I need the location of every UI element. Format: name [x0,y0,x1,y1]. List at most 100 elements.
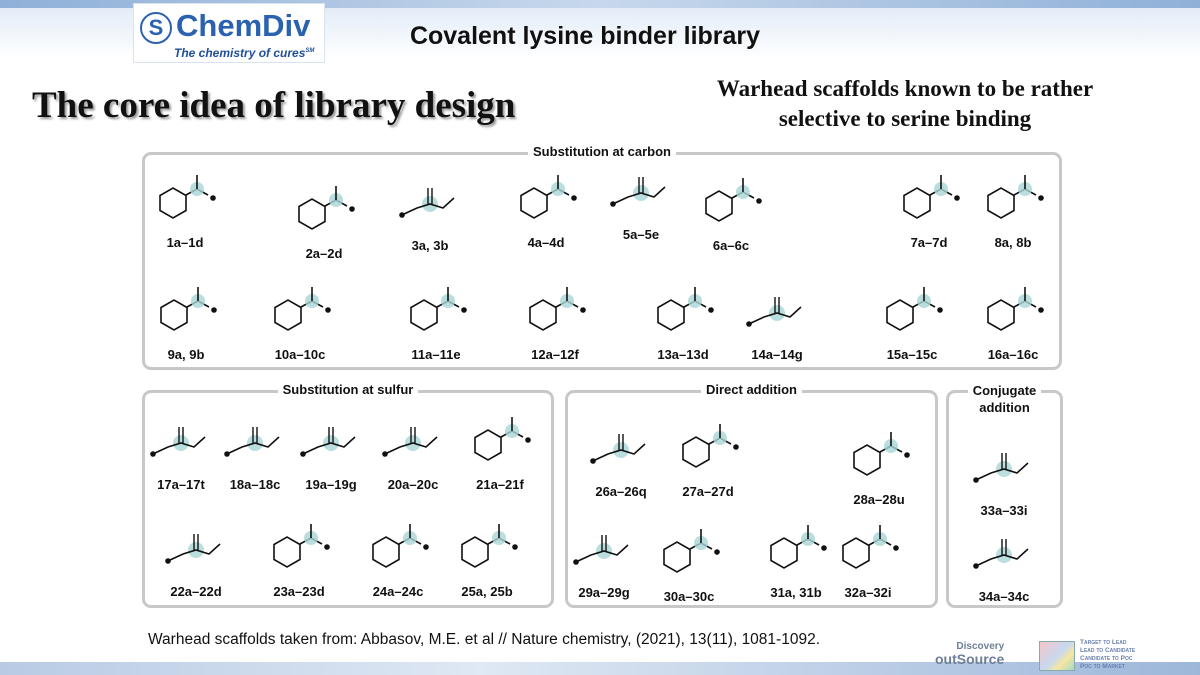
services-list: Target to Lead Lead to Candidate Candida… [1080,639,1135,671]
compound-label: 6a–6c [712,238,750,253]
attachment-dot [399,212,405,218]
section-direct: Direct addition [565,382,938,608]
ring-bond [770,537,798,569]
compound-label: 17a–17t [157,477,205,492]
footer-band [0,662,1200,675]
ring-bond [886,299,914,331]
compound-label: 20a–20c [387,477,439,492]
structure-sulfur-8 [372,524,429,568]
compound-label: 33a–33i [980,503,1028,518]
structure-direct-3 [853,432,910,476]
service-item: Target to Lead [1080,639,1127,646]
chain-bond [594,443,646,461]
compound-label: 11a–11e [411,347,461,362]
ring-bond [529,299,557,331]
structure-sulfur-6 [165,534,221,564]
warhead-heading-line1: Warhead scaffolds known to be rather [716,76,1094,101]
structure-carbon-11 [410,287,467,331]
structure-carbon-8 [987,175,1044,219]
ds-line1: Discovery [956,641,1005,652]
chain-bond [386,436,438,454]
ring-bond [273,536,301,568]
structure-sulfur-4 [382,427,438,457]
compound-label: 15a–15c [886,347,938,362]
structure-direct-4 [573,535,629,565]
attachment-dot [1038,307,1044,313]
structure-carbon-5 [610,177,666,207]
compound-label: 21a–21f [476,477,524,492]
structure-sulfur-7 [273,524,330,568]
ring-bond [663,541,691,573]
attachment-dot [708,307,714,313]
ring-bond [298,198,326,230]
ring-bond [657,299,685,331]
structure-carbon-10 [274,287,331,331]
structure-direct-7 [842,525,899,569]
structure-sulfur-1 [150,427,206,457]
compound-label: 22a–22d [170,584,222,599]
compound-label: 18a–18c [229,477,281,492]
structure-sulfur-2 [224,427,280,457]
structure-carbon-15 [886,287,943,331]
section-conjugate-title-1: Conjugate [967,383,1042,398]
attachment-dot [610,201,616,207]
ring-bond [903,187,931,219]
ring-bond [474,429,502,461]
chain-bond [169,543,221,561]
attachment-dot [165,558,171,564]
ring-bond [160,299,188,331]
compound-label: 28a–28u [853,492,905,507]
ring-bond [461,536,489,568]
structure-direct-5 [663,529,720,573]
structure-carbon-6 [705,178,762,222]
slide-title: Covalent lysine binder library [409,22,761,50]
service-item: Lead to Candidate [1080,647,1136,654]
logo-tagline: The chemistry of curesSM [174,46,314,60]
compound-label: 30a–30c [663,589,715,604]
attachment-dot [973,477,979,483]
attachment-dot [904,452,910,458]
chain-bond [228,436,280,454]
warhead-heading-line2: selective to serine binding [778,106,1032,131]
compound-label: 34a–34c [978,589,1030,604]
compound-label: 3a, 3b [411,238,449,253]
warhead-heading: Warhead scaffolds known to be rather sel… [660,74,1150,134]
compound-label: 32a–32i [844,585,892,600]
compound-label: 9a, 9b [167,347,205,362]
structure-carbon-7 [903,175,960,219]
ring-bond [987,299,1015,331]
attachment-dot [580,307,586,313]
chemdiv-logo: S ChemDiv The chemistry of curesSM [133,3,325,63]
section-sulfur-title: Substitution at sulfur [277,382,419,397]
structure-carbon-4 [520,175,577,219]
section-carbon: Substitution at carbon [142,144,1062,370]
attachment-dot [954,195,960,201]
attachment-dot [714,549,720,555]
compound-label: 16a–16c [987,347,1039,362]
citation: Warhead scaffolds taken from: Abbasov, M… [148,631,820,648]
section-direct-title: Direct addition [700,382,802,397]
service-item: Poc to Market [1080,663,1125,670]
section-carbon-title: Substitution at carbon [528,144,676,159]
attachment-dot [573,559,579,565]
chain-bond [977,462,1029,480]
ring-bond [520,187,548,219]
attachment-dot [821,545,827,551]
attachment-dot [973,563,979,569]
compound-label: 27a–27d [682,484,734,499]
attachment-dot [325,307,331,313]
compound-label: 14a–14g [751,347,803,362]
structure-carbon-9 [160,287,217,331]
structure-sulfur-9 [461,524,518,568]
compound-label: 29a–29g [578,585,630,600]
structure-direct-6 [770,525,827,569]
ring-bond [159,187,187,219]
core-heading: The core idea of library design [32,85,516,126]
attachment-dot [224,451,230,457]
compound-label: 1a–1d [166,235,204,250]
attachment-dot [756,198,762,204]
discovery-outsource-logo: Discovery outSource [935,641,1004,666]
compound-label: 25a, 25b [461,584,513,599]
logo-brand: ChemDiv [176,8,311,43]
ring-bond [987,187,1015,219]
